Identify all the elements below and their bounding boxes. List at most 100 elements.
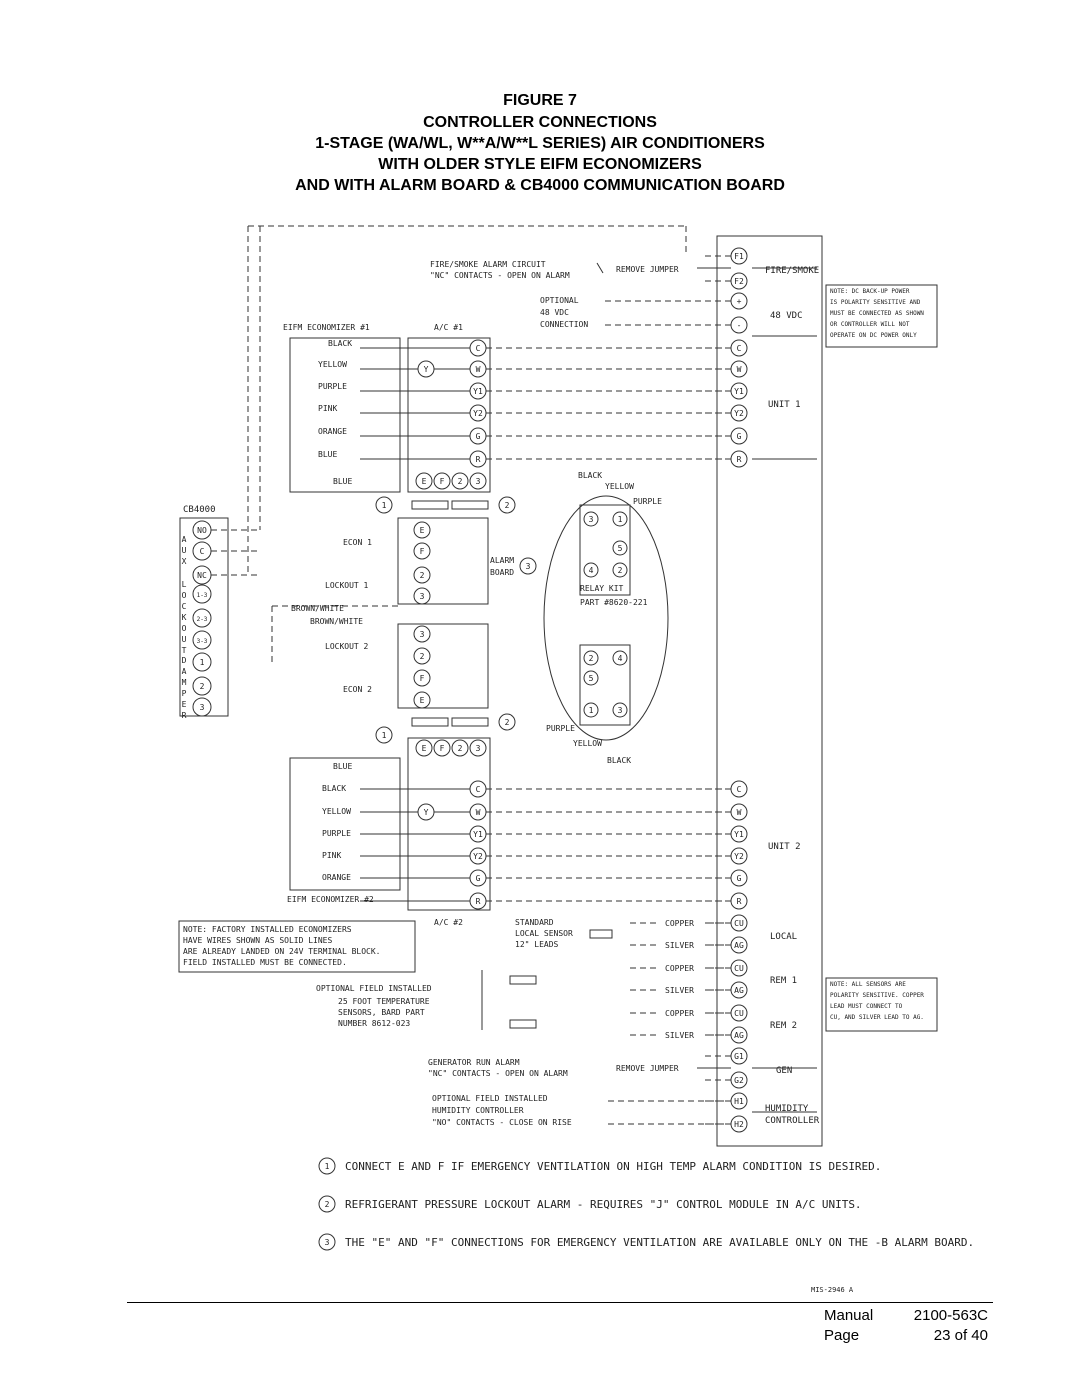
- relay-terminal: [612, 540, 628, 556]
- remove-jumper-label: REMOVE JUMPER: [616, 1064, 679, 1073]
- wire-color-label: ORANGE: [318, 427, 347, 436]
- lockout-label: C: [182, 602, 187, 611]
- relay-wire-label: BLACK: [607, 756, 631, 765]
- lockout-label: O: [182, 591, 187, 600]
- terminal-label: AG: [734, 986, 744, 995]
- relay-2: [579, 644, 631, 726]
- fuse-link: [411, 717, 449, 727]
- copper-label: COPPER: [665, 919, 694, 928]
- ac-1-label: A/C #1: [434, 323, 463, 332]
- wire-color-label: PINK: [322, 851, 341, 860]
- aux-label: U: [182, 546, 187, 555]
- cb4000-terminal: [192, 652, 212, 672]
- terminal-label: C: [476, 344, 481, 353]
- terminal-label: C: [476, 785, 481, 794]
- alarm-board-terminal: [413, 691, 431, 709]
- cb4000-label: CB4000: [183, 505, 216, 515]
- eifm-1-label: EIFM ECONOMIZER #1: [283, 323, 370, 332]
- label-fire-smoke: FIRE/SMOKE: [765, 266, 819, 276]
- terminal-label: +: [737, 297, 742, 306]
- note-factory-line: FIELD INSTALLED MUST BE CONNECTED.: [183, 958, 347, 967]
- wire-color-label: BLACK: [328, 339, 352, 348]
- footnote-marker-1: [375, 496, 393, 514]
- note-dc-box: [825, 284, 938, 348]
- wire-color-label: YELLOW: [322, 807, 351, 816]
- wire-color-label: BLACK: [322, 784, 346, 793]
- terminal-label: F: [420, 547, 425, 556]
- terminal-label: E: [420, 526, 425, 535]
- lockout-label: L: [182, 580, 187, 589]
- terminal-label: F: [440, 744, 445, 753]
- alarm-board-terminal: [413, 669, 431, 687]
- figure-title-line: AND WITH ALARM BOARD & CB4000 COMMUNICAT…: [295, 177, 785, 194]
- temp-sensor-text: 25 FOOT TEMPERATURE: [338, 997, 430, 1006]
- terminal-label: 3: [420, 592, 425, 601]
- footnote-marker-2: [498, 496, 516, 514]
- econ-terminal-2: [469, 739, 487, 757]
- generator-alarm-text: GENERATOR RUN ALARM: [428, 1058, 520, 1067]
- econ-terminal-1: [415, 472, 433, 490]
- terminal-label: CU: [734, 964, 744, 973]
- econ-1-label: ECON 1: [343, 538, 372, 547]
- figure-title-line: CONTROLLER CONNECTIONS: [423, 114, 657, 131]
- note-dc-line: MUST BE CONNECTED AS SHOWN: [830, 310, 924, 317]
- relay-terminal: [583, 670, 599, 686]
- terminal-label: 5: [618, 544, 623, 553]
- relay-kit-label: PART #8620-221: [580, 598, 648, 607]
- footnote-text: THE "E" AND "F" CONNECTIONS FOR EMERGENC…: [345, 1236, 974, 1249]
- econ-terminal-1: [451, 472, 469, 490]
- page-label: Page: [824, 1327, 860, 1344]
- terminal-label: C: [200, 547, 205, 556]
- damper-label: D: [182, 656, 187, 665]
- damper-label: A: [182, 667, 187, 676]
- terminal-label: E: [420, 696, 425, 705]
- aux-label: X: [182, 557, 187, 566]
- note-sensors-line: POLARITY SENSITIVE. COPPER: [830, 992, 924, 999]
- wire-color-label: YELLOW: [318, 360, 347, 369]
- figure-title-line: 1-STAGE (WA/WL, W**A/W**L SERIES) AIR CO…: [315, 135, 765, 152]
- terminal-label: Y2: [734, 409, 744, 418]
- lockout-label: O: [182, 624, 187, 633]
- ac-2-label: A/C #2: [434, 918, 463, 927]
- terminal-label: 1: [325, 1162, 330, 1171]
- mis-number: MIS-2946 A: [811, 1286, 854, 1294]
- contact-symbol: [596, 262, 604, 274]
- note-sensors-line: NOTE: ALL SENSORS ARE: [830, 981, 906, 988]
- standard-sensor-text: 12" LEADS: [515, 940, 559, 949]
- temp-sensor-text: NUMBER 8612-023: [338, 1019, 410, 1028]
- terminal-label: 2: [505, 718, 510, 727]
- terminal-label: 1: [200, 658, 205, 667]
- footnote-number: [318, 1157, 336, 1175]
- cb4000-terminal: [192, 630, 212, 650]
- note-dc-line: OPERATE ON DC POWER ONLY: [830, 332, 917, 339]
- terminal-label: F: [420, 674, 425, 683]
- terminal-label: 2: [200, 682, 205, 691]
- terminal-label: 2: [589, 654, 594, 663]
- alarm-board-terminal: [413, 587, 431, 605]
- terminal-label: 3-3: [197, 638, 208, 645]
- manual-label: Manual: [824, 1307, 874, 1324]
- terminal-label: Y2: [734, 852, 744, 861]
- terminal-label: Y1: [473, 830, 483, 839]
- terminal-label: 3: [589, 515, 594, 524]
- standard-sensor-text: STANDARD: [515, 918, 554, 927]
- alarm-board-terminal: [413, 647, 431, 665]
- cb4000-terminal: [192, 697, 212, 717]
- econ-terminal-2: [415, 739, 433, 757]
- terminal-label: Y: [424, 808, 429, 817]
- wire-color-label: BLUE: [333, 762, 352, 771]
- fuse-link: [411, 500, 449, 510]
- relay-terminal: [583, 650, 599, 666]
- controller-terminal-strip: [716, 235, 823, 1147]
- terminal-label: 2: [505, 501, 510, 510]
- footnote-marker-3: [519, 557, 537, 575]
- terminal-label: 1: [382, 731, 387, 740]
- yellow-splice: [417, 360, 435, 378]
- alarm-board-terminal: [413, 521, 431, 539]
- relay-terminal: [583, 702, 599, 718]
- terminal-label: 2: [325, 1200, 330, 1209]
- silver-label: SILVER: [665, 941, 694, 950]
- wire-color-label: PINK: [318, 404, 337, 413]
- terminal-label: 2: [458, 477, 463, 486]
- damper-label: M: [182, 678, 187, 687]
